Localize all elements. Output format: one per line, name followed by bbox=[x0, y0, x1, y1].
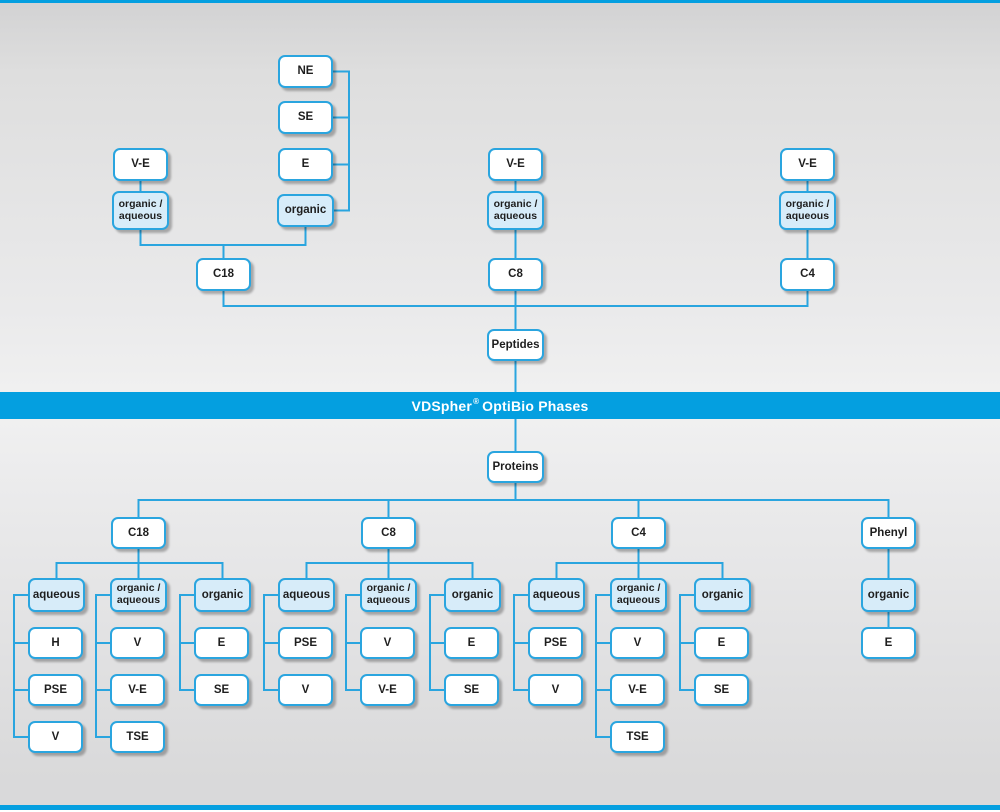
registered-mark: ® bbox=[473, 397, 480, 406]
mode-aqueous-proteins-c18: aqueous bbox=[28, 578, 85, 612]
phase-c4-org-se: SE bbox=[694, 674, 749, 706]
phase-c4-org-e: E bbox=[694, 627, 749, 659]
phase-c18-org-e: E bbox=[194, 627, 249, 659]
phase-c18-aq-h: H bbox=[28, 627, 83, 659]
mode-organic-aqueous-peptides-c18: organic / aqueous bbox=[112, 191, 169, 230]
mode-organic-aqueous-proteins-c18: organic / aqueous bbox=[110, 578, 167, 612]
mode-organic-proteins-c8: organic bbox=[444, 578, 501, 612]
banner-brand: VDSpher bbox=[411, 397, 473, 414]
mode-organic-aqueous-peptides-c4: organic / aqueous bbox=[779, 191, 836, 230]
optibio-banner: VDSpher®OptiBio Phases bbox=[0, 392, 1000, 419]
phase-c8-org-e: E bbox=[444, 627, 499, 659]
phase-c4-aq-pse: PSE bbox=[528, 627, 583, 659]
mode-aqueous-proteins-c4: aqueous bbox=[528, 578, 585, 612]
phase-c18-oa-v: V bbox=[110, 627, 165, 659]
node-c4-proteins: C4 bbox=[611, 517, 666, 549]
bottom-edge-bar bbox=[0, 805, 1000, 810]
bottom-white-strip bbox=[0, 810, 1000, 812]
node-proteins-root: Proteins bbox=[487, 451, 544, 483]
phase-c4-oa-ve: V-E bbox=[610, 674, 665, 706]
node-ve-peptides-c8: V-E bbox=[488, 148, 543, 181]
phase-c8-aq-v: V bbox=[278, 674, 333, 706]
node-c18-peptides: C18 bbox=[196, 258, 251, 291]
phase-c18-oa-tse: TSE bbox=[110, 721, 165, 753]
phase-c4-oa-tse: TSE bbox=[610, 721, 665, 753]
phase-c8-aq-pse: PSE bbox=[278, 627, 333, 659]
phase-c4-aq-v: V bbox=[528, 674, 583, 706]
banner-title-rest: OptiBio Phases bbox=[482, 397, 589, 414]
phase-c18-aq-v: V bbox=[28, 721, 83, 753]
node-phenyl-proteins: Phenyl bbox=[861, 517, 916, 549]
phase-c18-aq-pse: PSE bbox=[28, 674, 83, 706]
phase-c8-oa-ve: V-E bbox=[360, 674, 415, 706]
phase-phenyl-org-e: E bbox=[861, 627, 916, 659]
node-c8-proteins: C8 bbox=[361, 517, 416, 549]
phase-c18-oa-ve: V-E bbox=[110, 674, 165, 706]
phase-c18-org-se: SE bbox=[194, 674, 249, 706]
node-c18-proteins: C18 bbox=[111, 517, 166, 549]
phase-c8-org-se: SE bbox=[444, 674, 499, 706]
node-se: SE bbox=[278, 101, 333, 134]
mode-organic-aqueous-peptides-c8: organic / aqueous bbox=[487, 191, 544, 230]
mode-organic-aqueous-proteins-c4: organic / aqueous bbox=[610, 578, 667, 612]
phase-c4-oa-v: V bbox=[610, 627, 665, 659]
mode-organic-aqueous-proteins-c8: organic / aqueous bbox=[360, 578, 417, 612]
mode-organic-proteins-c18: organic bbox=[194, 578, 251, 612]
node-ne: NE bbox=[278, 55, 333, 88]
node-ve-peptides-c18: V-E bbox=[113, 148, 168, 181]
mode-aqueous-proteins-c8: aqueous bbox=[278, 578, 335, 612]
mode-organic-proteins-c4: organic bbox=[694, 578, 751, 612]
node-e: E bbox=[278, 148, 333, 181]
node-c4-peptides: C4 bbox=[780, 258, 835, 291]
node-ve-peptides-c4: V-E bbox=[780, 148, 835, 181]
phase-c8-oa-v: V bbox=[360, 627, 415, 659]
node-peptides-root: Peptides bbox=[487, 329, 544, 361]
node-c8-peptides: C8 bbox=[488, 258, 543, 291]
mode-organic-peptides-c18: organic bbox=[277, 194, 334, 227]
top-edge-bar bbox=[0, 0, 1000, 3]
mode-organic-proteins-phenyl: organic bbox=[861, 578, 916, 612]
